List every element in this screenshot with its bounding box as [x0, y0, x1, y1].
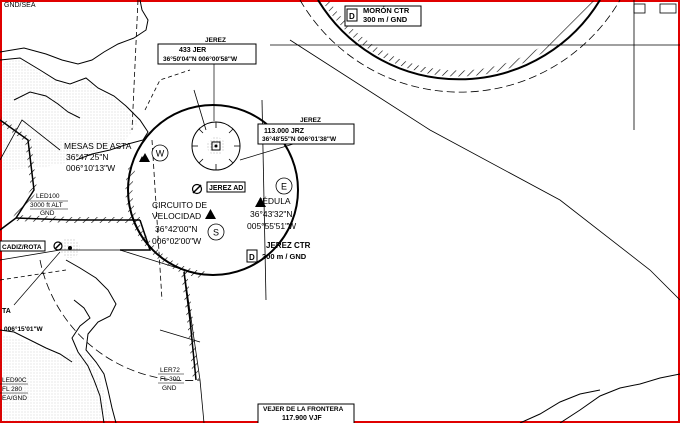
jerez-ctr-title: JEREZ CTR — [266, 241, 311, 250]
led100-lower: GND — [40, 210, 55, 217]
jedula-name: JÉDULA — [258, 196, 291, 206]
jerez-aerodrome-icon — [191, 183, 203, 195]
rota-fragment: TA — [2, 308, 11, 315]
moron-ctr-class-box — [346, 8, 358, 22]
vejer-name: VEJER DE LA FRONTERA — [263, 406, 344, 413]
moron-ctr-title: MORÓN CTR — [363, 6, 410, 15]
mesas-lat: 36°47'25"N — [66, 152, 109, 162]
led100-upper: 3000 ft ALT — [30, 202, 63, 209]
restricted-hatched-boundaries — [0, 117, 199, 381]
moron-ctr-limits: 300 m / GND — [363, 15, 408, 24]
vejer-box — [257, 403, 355, 423]
circuito-lon: 006°02'00"W — [152, 236, 201, 246]
circuito-line2: VELOCIDAD — [152, 211, 201, 221]
circuito-line1: CIRCUITO DE — [152, 200, 207, 210]
circuito-lat: 36°42'00"N — [155, 224, 198, 234]
jerez-ad-box — [206, 181, 246, 193]
rota-navaid-icon — [60, 238, 80, 258]
led100-name: LED100 — [36, 193, 60, 200]
ler72-name: LER72 — [160, 367, 180, 374]
rota-airfield-icon — [53, 241, 63, 251]
gnd-sea-label: GND/SEA — [4, 2, 36, 9]
jerez-ad-label: JEREZ AD — [209, 185, 243, 192]
jerez-ctr-circle — [125, 104, 299, 279]
vor-compass-rose — [191, 121, 241, 171]
moron-ctr-circle — [299, 0, 621, 93]
jedula-triangle-icon — [255, 197, 266, 207]
cadiz-rota-label: CADIZ/ROTA — [2, 244, 42, 251]
top-right-box-2 — [659, 3, 677, 14]
jerez-ndb-freq: 433 JER — [179, 47, 206, 54]
jerez-ctr-class: D — [249, 253, 255, 262]
sea-stipple-south — [0, 334, 112, 423]
svg-text:W: W — [156, 149, 165, 159]
rota-leader — [13, 251, 61, 306]
jrz-vor-coord: 36°48'55"N 006°01'38"W — [262, 135, 337, 143]
jerez-ctr-limits: 300 m / GND — [262, 252, 307, 261]
ler72-lower: GND — [162, 385, 177, 392]
point-w: W — [151, 144, 169, 162]
jrz-vor-freq: 113.000 JRZ — [264, 128, 305, 135]
mesas-lon: 006°10'13"W — [66, 163, 115, 173]
jrz-vor-name: JEREZ — [300, 117, 321, 124]
jedula-lon: 005°55'51"W — [247, 221, 296, 231]
sea-stipple-north — [0, 60, 138, 170]
top-right-box-1 — [633, 3, 646, 14]
circuito-triangle-icon — [205, 209, 216, 219]
dashed-arc-north — [144, 69, 191, 111]
mesas-triangle-icon-2 — [140, 153, 150, 162]
point-s: S — [207, 223, 225, 241]
led90c-upper: FL 280 — [2, 386, 22, 393]
jerez-ctr-class-box — [246, 249, 258, 263]
jerez-ndb-coord: 36°50'04"N 006°00'58"W — [163, 55, 238, 63]
vejer-freq: 117.900 VJF — [282, 415, 322, 422]
cadiz-rota-box — [0, 240, 46, 252]
jrz-vor-box — [257, 123, 355, 145]
mesas-name: MESAS DE ASTA — [64, 141, 132, 151]
jerez-ndb-name: JEREZ — [205, 37, 226, 44]
point-e: E — [275, 177, 293, 195]
jedula-lat: 36°43'32"N — [250, 209, 293, 219]
ler72-upper: FL 300 — [160, 376, 180, 383]
svg-text:S: S — [213, 228, 219, 238]
led90c-lower: EA/GND — [2, 395, 27, 402]
svg-text:E: E — [281, 182, 287, 192]
vor-leader-to-jrz — [239, 141, 301, 161]
moron-ctr-box — [344, 5, 422, 27]
moron-ctr-class: D — [349, 12, 355, 21]
jerez-ndb-box — [157, 43, 257, 65]
dashed-arc-south — [39, 259, 201, 381]
led90c-name: LED90C — [2, 377, 27, 384]
rota-coord: 006°15'01"W — [4, 325, 44, 333]
